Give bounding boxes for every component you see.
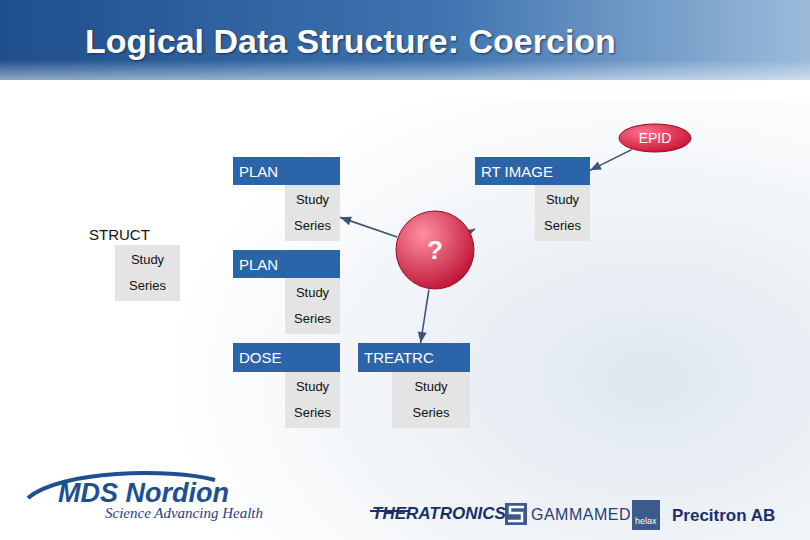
attribute-panel: StudySeries: [285, 278, 340, 334]
structure-header: STRUCT: [83, 220, 180, 245]
attribute-label: Study: [285, 187, 340, 213]
attribute-panel: StudySeries: [535, 185, 590, 241]
connector: [340, 217, 397, 237]
attribute-label: Study: [392, 374, 470, 400]
structure-header: PLAN: [233, 157, 340, 185]
record-structure: PLANStudySeries: [233, 157, 340, 241]
company-logo: Precitron AB: [672, 506, 775, 526]
structure-header: RT IMAGE: [475, 157, 590, 185]
record-structure: TREATRCStudySeries: [358, 343, 470, 428]
structure-header: DOSE: [233, 343, 340, 372]
arrow-head: [590, 161, 602, 170]
company-logo: helax: [632, 500, 660, 530]
record-structure: STRUCTStudySeries: [83, 220, 180, 301]
attribute-label: Series: [535, 213, 590, 239]
node-label: ?: [395, 210, 475, 290]
gammamed-icon: [505, 503, 527, 525]
attribute-label: Series: [115, 273, 180, 299]
attribute-label: Series: [285, 400, 340, 426]
source-ellipse: EPID: [618, 123, 692, 153]
attribute-label: Series: [285, 306, 340, 332]
slide-title: Logical Data Structure: Coercion: [85, 22, 616, 61]
record-structure: PLANStudySeries: [233, 250, 340, 334]
structure-header: TREATRC: [358, 343, 470, 372]
attribute-label: Study: [285, 280, 340, 306]
attribute-label: Study: [115, 247, 180, 273]
arrow-head: [340, 217, 352, 226]
connector-line: [340, 217, 397, 237]
attribute-label: Study: [285, 374, 340, 400]
connector-line: [590, 150, 632, 171]
attribute-panel: StudySeries: [285, 372, 340, 428]
record-structure: DOSEStudySeries: [233, 343, 340, 428]
attribute-label: Series: [285, 213, 340, 239]
company-tagline: Science Advancing Health: [105, 505, 263, 522]
question-circle: ?: [395, 210, 475, 290]
arrow-head: [418, 331, 427, 343]
company-logo: MDS Nordion: [58, 478, 229, 509]
attribute-panel: StudySeries: [115, 245, 180, 301]
company-logo: GAMMAMED: [531, 506, 631, 524]
attribute-panel: StudySeries: [285, 185, 340, 241]
structure-header: PLAN: [233, 250, 340, 278]
connector: [418, 290, 429, 343]
record-structure: RT IMAGEStudySeries: [475, 157, 590, 241]
node-label: EPID: [618, 123, 692, 153]
gammamed-icon-mark: [508, 507, 524, 521]
attribute-label: Series: [392, 400, 470, 426]
attribute-panel: StudySeries: [392, 372, 470, 428]
company-logo: THERATRONICS: [372, 504, 506, 524]
connector: [590, 150, 632, 171]
attribute-label: Study: [535, 187, 590, 213]
